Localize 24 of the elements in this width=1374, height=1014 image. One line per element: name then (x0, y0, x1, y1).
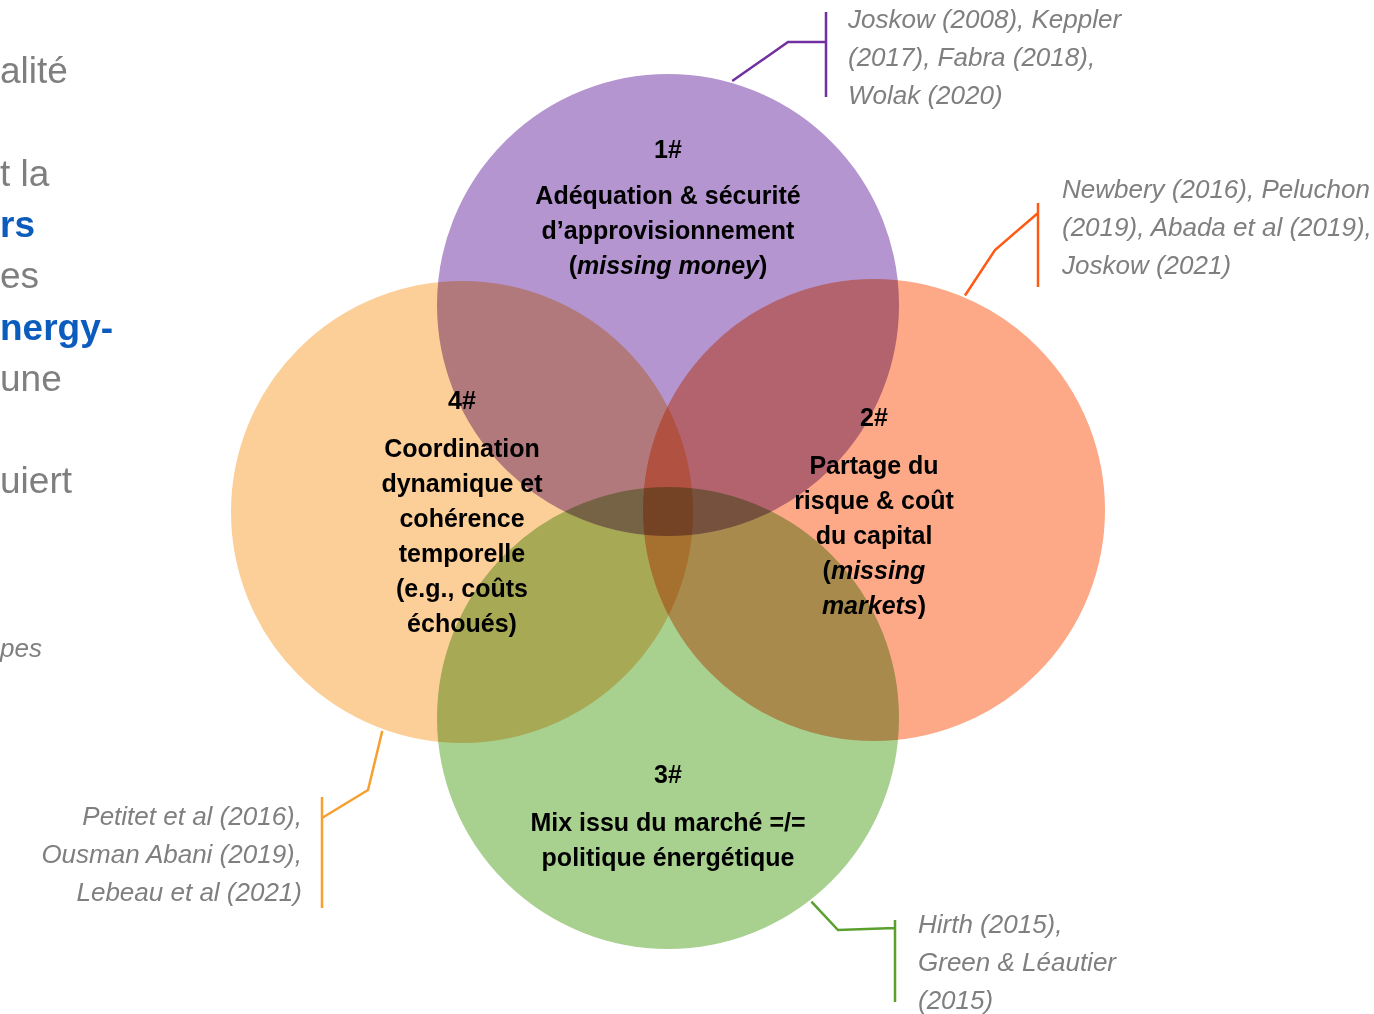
reference-text: Newbery (2016), Peluchon (2019), Abada et al (2019), Joskow (2021) (1062, 170, 1374, 284)
circle-title: Mix issu du marché =/= politique énergétique (529, 807, 807, 873)
circle-number: 3# (653, 759, 683, 790)
circle-title: Coordination dynamique et cohérence temporelle (e.g., coûts échoués) (380, 433, 544, 639)
cut-off-text: alité (0, 50, 68, 92)
circle-number: 2# (859, 402, 889, 433)
cut-off-text: rs (0, 204, 35, 246)
cut-off-text: une (0, 358, 62, 400)
cut-off-text: pes (0, 633, 42, 664)
cut-off-text: nergy- (0, 307, 114, 349)
circle-number: 1# (653, 134, 683, 165)
cut-off-text: uiert (0, 460, 72, 502)
leader-line (963, 201, 1040, 297)
leader-line (810, 900, 897, 1004)
cut-off-text: t la (0, 153, 50, 195)
leader-line (730, 10, 828, 99)
reference-text: Joskow (2008), Keppler (2017), Fabra (2018), Wolak (2020) (848, 0, 1130, 114)
leader-line (320, 729, 384, 910)
circle-title: Partage du risque & coût du capital (missing markets) (793, 450, 955, 621)
cut-off-text: es (0, 255, 40, 297)
reference-text: Hirth (2015), Green & Léautier (2015) (918, 905, 1123, 1014)
circle-title: Adéquation & sécurité d’approvisionnement (missing money) (534, 180, 802, 281)
reference-text: Petitet et al (2016), Ousman Abani (2019), Lebeau et al (2021) (0, 797, 302, 911)
circle-number: 4# (447, 385, 477, 416)
